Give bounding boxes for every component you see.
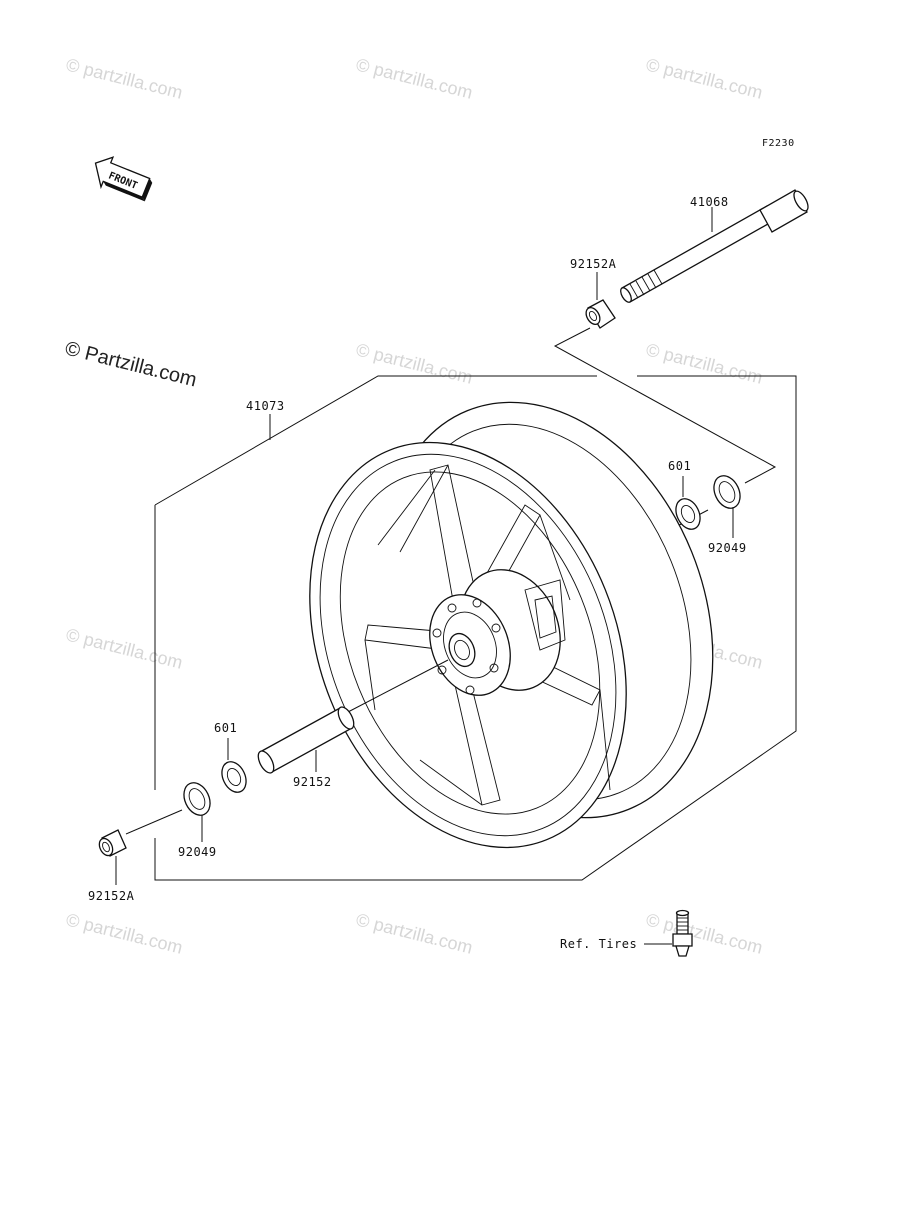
watermark: © partzilla.com [354, 909, 475, 957]
seal-92049-left [183, 782, 211, 816]
watermark: © partzilla.com [64, 624, 185, 672]
collar-92152A-top [585, 299, 616, 329]
bearing-601-left [221, 761, 247, 793]
diagram-code: F2230 [762, 138, 795, 149]
watermark: © partzilla.com [354, 339, 475, 387]
label-92049-right: 92049 [708, 541, 747, 555]
collar-92152A-bottom [98, 829, 127, 857]
wheel-41073 [309, 401, 714, 849]
axis-line-left [125, 809, 183, 835]
tire-valve-icon [672, 909, 693, 957]
watermark: © partzilla.com [354, 54, 475, 102]
watermark: © partzilla.com [64, 54, 185, 102]
axis-line-hub [347, 659, 449, 713]
label-92049-left: 92049 [178, 845, 217, 859]
front-arrow-icon: FRONT [94, 156, 153, 202]
ref-tires-label: Ref. Tires [560, 937, 637, 951]
axis-line [553, 327, 777, 484]
watermark-main: © Partzilla.com [63, 338, 199, 392]
label-92152A-bottom: 92152A [88, 889, 135, 903]
watermark: © partzilla.com [644, 54, 765, 102]
watermark: © partzilla.com [644, 909, 765, 957]
axle-41068 [620, 189, 809, 303]
label-92152A-top: 92152A [570, 257, 617, 271]
label-601-left: 601 [214, 721, 237, 735]
watermark: © partzilla.com [644, 339, 765, 387]
seal-92049-right [713, 475, 741, 509]
bearing-601-right [675, 498, 701, 530]
label-601-right: 601 [668, 459, 691, 473]
label-41073: 41073 [246, 399, 285, 413]
sleeve-92152 [257, 706, 355, 774]
watermark: © partzilla.com [64, 909, 185, 957]
assembly-outline [154, 375, 797, 881]
label-41068: 41068 [690, 195, 729, 209]
label-92152: 92152 [293, 775, 332, 789]
